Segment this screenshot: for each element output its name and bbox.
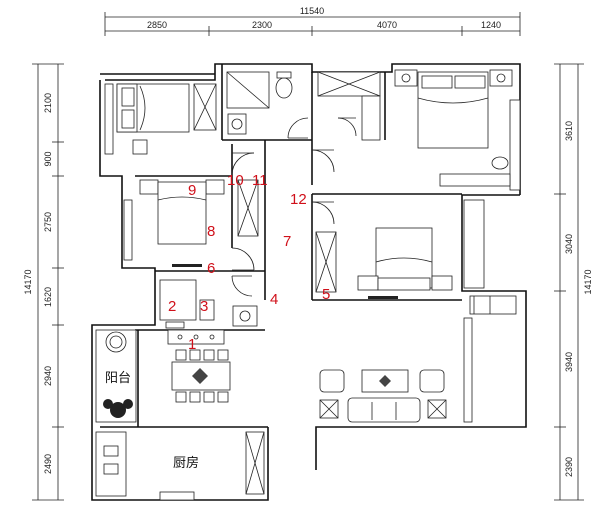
markers: 1 2 3 4 5 6 7 8 9 10 11 12 [168, 172, 330, 353]
window-right [463, 199, 485, 289]
marker-12: 12 [290, 191, 307, 208]
desk [439, 173, 511, 187]
marker-1: 1 [188, 336, 196, 353]
sofa [347, 397, 421, 423]
plant-icon [110, 402, 126, 418]
top-dimension-2: 2300 [252, 20, 272, 30]
marker-7: 7 [283, 233, 291, 250]
top-total-dimension: 11540 [300, 6, 324, 16]
washbasin-icon [227, 113, 247, 135]
sink [159, 491, 195, 501]
bedroom-top-left [104, 83, 217, 155]
marker-3: 3 [200, 298, 208, 315]
left-dimension-1: 2100 [43, 93, 53, 113]
washbasin-middle-icon [232, 305, 258, 327]
left-total-dimension: 14170 [23, 269, 33, 294]
left-dimension-4: 1620 [43, 287, 53, 307]
chair-icon [132, 139, 148, 155]
kitchen-label: 厨房 [173, 455, 199, 471]
counter [167, 329, 225, 345]
right-dimension-2: 3040 [564, 234, 574, 254]
marker-6: 6 [207, 260, 215, 277]
toilet-middle-icon [199, 299, 215, 321]
window [104, 83, 114, 155]
top-dimension-3: 4070 [377, 20, 397, 30]
window-master [509, 99, 521, 191]
top-dimension-1: 2850 [147, 20, 167, 30]
left-dimension-6: 2490 [43, 454, 53, 474]
top-dimension-4: 1240 [481, 20, 501, 30]
balcony-label: 阳台 [105, 371, 131, 386]
bathroom-middle [159, 279, 258, 329]
toilet-icon [275, 77, 293, 99]
marker-10: 10 [227, 172, 244, 189]
nightstand-left [394, 69, 418, 87]
armchair-left [319, 369, 345, 393]
balcony-area: 阳台 [95, 329, 137, 423]
marker-11: 11 [252, 172, 268, 189]
left-dimensions: 2100 900 2750 1620 2940 2490 14170 [23, 63, 64, 501]
right-dimension-4: 2390 [564, 457, 574, 477]
left-dimension-5: 2940 [43, 366, 53, 386]
dining-table [171, 361, 231, 391]
marker-2: 2 [168, 298, 176, 315]
right-total-dimension: 14170 [583, 269, 593, 294]
top-dimensions: 11540 2850 2300 4070 1240 [104, 6, 521, 36]
tv-cabinet [463, 317, 473, 423]
right-dimensions: 3610 3040 3940 2390 14170 [554, 63, 593, 501]
bedroom-right [315, 199, 517, 315]
shelf-right [469, 295, 517, 315]
armchair-right [419, 369, 445, 393]
marker-5: 5 [322, 286, 330, 303]
bed-middle [157, 181, 207, 245]
bedroom-middle [123, 179, 259, 267]
right-dimension-1: 3610 [564, 121, 574, 141]
marker-9: 9 [188, 182, 196, 199]
right-dimension-3: 3940 [564, 352, 574, 372]
plant-pot-icon [105, 331, 127, 353]
marker-4: 4 [270, 291, 278, 308]
living-room [319, 317, 473, 423]
nightstand-right [489, 69, 513, 87]
shower-middle [159, 279, 197, 321]
marker-8: 8 [207, 223, 215, 240]
window-middle [123, 199, 133, 261]
left-dimension-2: 900 [43, 151, 53, 166]
doors [231, 117, 357, 297]
master-bedroom [317, 69, 521, 191]
left-dimension-3: 2750 [43, 212, 53, 232]
dining-area [167, 329, 231, 403]
kitchen-area: 厨房 [95, 431, 265, 501]
bathroom-top [226, 71, 293, 135]
